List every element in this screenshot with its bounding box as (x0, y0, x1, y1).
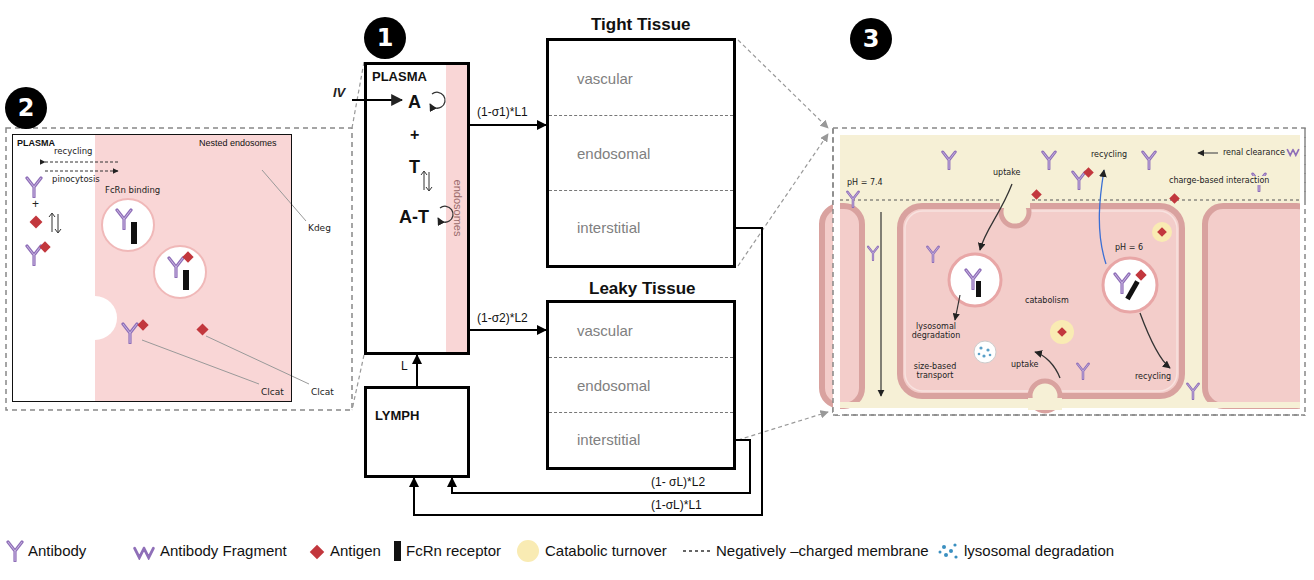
legend-text: Antibody Fragment (160, 542, 287, 559)
legend-text: Antibody (28, 542, 86, 559)
flow-arrow (416, 355, 418, 386)
node-text: interstitial (577, 413, 640, 467)
label-text: uptake (1010, 360, 1039, 369)
node-text: endosomal (577, 116, 650, 191)
legend-text: Negatively –charged membrane (716, 542, 929, 559)
flow-arrow (470, 329, 546, 331)
node-text: A (408, 92, 421, 113)
node-text: + (410, 126, 419, 144)
compartment-band: interstitial (549, 413, 733, 467)
node-text: interstitial (577, 191, 640, 265)
node-text: PLASMA (17, 138, 55, 148)
compartment-band: interstitial (549, 191, 733, 265)
callout-number: 3 (850, 18, 892, 60)
legend-text: Catabolic turnover (545, 542, 667, 559)
compartment-band: endosomal (549, 358, 733, 413)
tissue-box: Leaky Tissuevascularendosomalinterstitia… (546, 300, 736, 470)
callout-number: 2 (5, 87, 47, 129)
label-text: recycling (1134, 372, 1172, 381)
node-text: endosomes (452, 180, 465, 237)
legend-text: Antigen (330, 542, 381, 559)
compartment-band: vascular (549, 303, 733, 358)
label-text: Clcat (310, 387, 335, 397)
label-text: IV (333, 86, 345, 101)
edge-label: L (400, 360, 409, 374)
legend-text: FcRn receptor (406, 542, 501, 559)
label-text: uptake (992, 168, 1021, 177)
label-text: pinocytosis (52, 175, 100, 185)
label-text: catabolism (1024, 296, 1070, 305)
node-text: Leaky Tissue (589, 279, 695, 299)
label-text: lysosomal degradation (908, 322, 964, 340)
edge-label: (1- σL)*L2 (650, 476, 706, 490)
legend-swatch (517, 540, 539, 562)
label-text: pH = 6 (1114, 243, 1144, 252)
node-text: PLASMA (372, 70, 427, 85)
lymph-box: LYMPH (364, 386, 470, 478)
label-text: renal clearance (1222, 148, 1286, 157)
flow-arrow (414, 228, 762, 515)
edge-label: (1-σL)*L1 (650, 499, 703, 513)
edge-label: (1-σ2)*L2 (476, 312, 529, 326)
node-text: Tight Tissue (591, 15, 691, 35)
flow-arrow (470, 124, 546, 126)
compartment-band: vascular (549, 41, 733, 116)
node-text: Nested endosomes (199, 138, 277, 148)
label-text: pH = 7.4 (846, 178, 884, 187)
label-text: + (32, 198, 39, 212)
label-text: Kdeg (308, 223, 331, 233)
callout-number: 1 (364, 17, 406, 59)
legend-text: lysosomal degradation (964, 542, 1114, 559)
label-text: FcRn binding (104, 186, 161, 196)
plasma-box: PLASMA endosomes A + T A-T (364, 62, 470, 355)
label-text: recycling (54, 147, 92, 157)
label-text: Clcat (260, 387, 285, 397)
edge-label: (1-σ1)*L1 (476, 106, 529, 120)
tissue-box: Tight Tissuevascularendosomalinterstitia… (546, 38, 736, 268)
node-text: T (409, 157, 420, 178)
label-text: recycling (1090, 150, 1128, 159)
node-text: LYMPH (375, 409, 419, 424)
node-text: vascular (577, 303, 633, 358)
label-text: charge-based interaction (1168, 176, 1270, 185)
compartment-band: endosomal (549, 116, 733, 191)
node-text: endosomal (577, 358, 650, 413)
node-text: A-T (399, 207, 429, 228)
label-text: size-based transport (910, 362, 960, 380)
node-text: vascular (577, 41, 633, 116)
